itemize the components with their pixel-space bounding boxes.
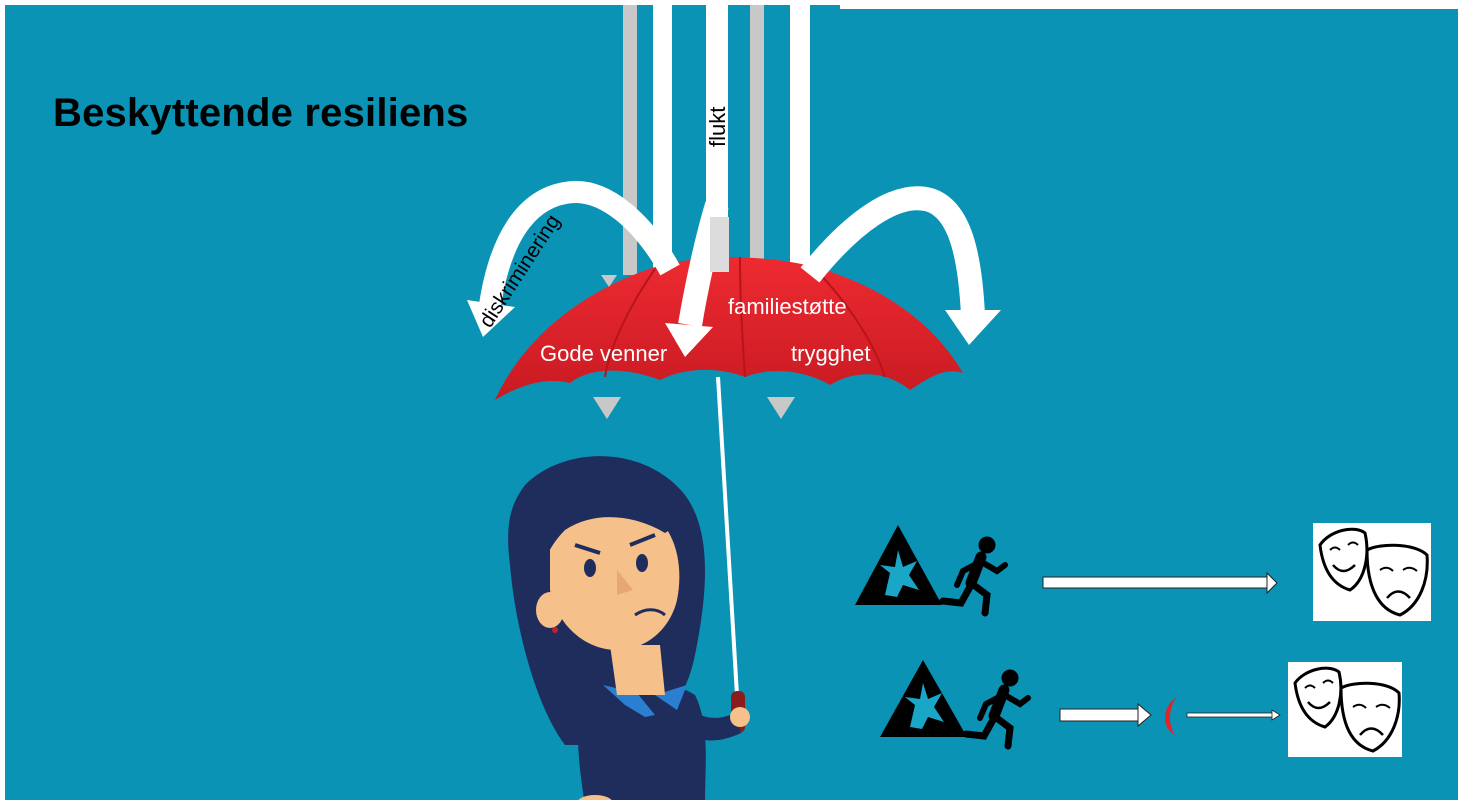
- illustration-canvas: flukt diskriminering familiestøtte Gode …: [467, 5, 1458, 800]
- diagram-row-2: [880, 660, 1402, 757]
- deflected-arrow-tips: [593, 275, 795, 419]
- flight-arrow: [665, 201, 729, 357]
- slide: flukt diskriminering familiestøtte Gode …: [5, 5, 1458, 800]
- umbrella: [495, 256, 963, 733]
- umbrella-label-family: familiestøtte: [728, 294, 847, 319]
- thin-arrow: [1186, 709, 1281, 721]
- running-person-icon: [939, 536, 1008, 617]
- long-arrow: [1042, 571, 1278, 595]
- explosion-warning-icon: [880, 660, 967, 737]
- pressure-bars: [623, 5, 1458, 275]
- diagram-row-1: [855, 523, 1431, 621]
- slide-title: Beskyttende resiliens: [53, 91, 469, 135]
- theatre-masks-icon: [1288, 662, 1402, 757]
- person-figure: [508, 456, 750, 800]
- explosion-warning-icon: [855, 525, 942, 605]
- bounce-arrow-right: [800, 186, 1001, 345]
- shield-crescent-icon: [1165, 697, 1177, 735]
- umbrella-label-friends: Gode venner: [540, 341, 667, 366]
- running-person-icon: [962, 669, 1031, 750]
- umbrella-label-safety: trygghet: [791, 341, 871, 366]
- short-arrow: [1059, 702, 1152, 728]
- discrimination-arrow: [467, 181, 680, 337]
- flight-label: flukt: [705, 107, 730, 147]
- theatre-masks-icon: [1313, 523, 1431, 621]
